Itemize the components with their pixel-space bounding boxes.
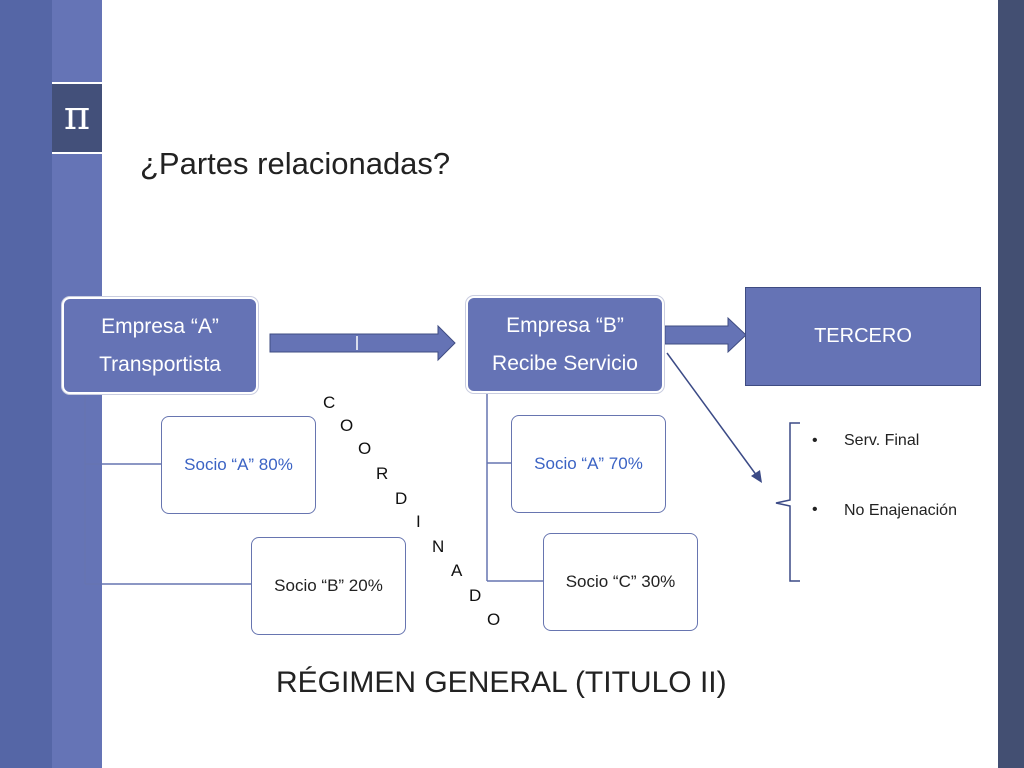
coordinado-letter: I bbox=[416, 512, 421, 531]
coordinado-letter: N bbox=[432, 537, 445, 556]
bullet-item: • No Enajenación bbox=[812, 501, 964, 522]
coordinado-letter: O bbox=[340, 416, 354, 435]
diagonal-arrowhead bbox=[751, 470, 762, 483]
coordinado-letter: R bbox=[376, 464, 389, 483]
empresa-b-role: Recibe Servicio bbox=[492, 351, 638, 375]
coordinado-letter: O bbox=[358, 439, 372, 458]
bullet-text: Serv. Final bbox=[844, 432, 920, 449]
tercero-box: TERCERO bbox=[745, 287, 981, 386]
curly-brace bbox=[775, 422, 800, 582]
empresa-b-name: Empresa “B” bbox=[506, 313, 624, 337]
arrow-b-to-tercero bbox=[664, 316, 747, 354]
socio-c-30-box: Socio “C” 30% bbox=[543, 533, 698, 631]
bullet-item: • Serv. Final bbox=[812, 432, 919, 450]
socio-a-70-box: Socio “A” 70% bbox=[511, 415, 666, 513]
empresa-a-box: Empresa “A” Transportista bbox=[62, 297, 258, 394]
coordinado-letter: C bbox=[323, 393, 336, 412]
coordinado-letter: D bbox=[395, 489, 408, 508]
bullet-dot-icon: • bbox=[812, 432, 818, 449]
coordinado-letter: A bbox=[451, 561, 463, 580]
right-sidebar-bar bbox=[998, 0, 1024, 768]
bullet-text: No Enajenación bbox=[844, 502, 957, 519]
socio-a-80-box: Socio “A” 80% bbox=[161, 416, 316, 514]
empresa-a-name: Empresa “A” bbox=[101, 314, 219, 338]
coordinado-letter: O bbox=[487, 610, 501, 629]
left-sidebar-bar bbox=[0, 0, 52, 768]
diagonal-arrow-line bbox=[666, 352, 758, 477]
pi-box bbox=[52, 82, 102, 154]
empresa-b-box: Empresa “B” Recibe Servicio bbox=[466, 296, 664, 393]
empresa-a-role: Transportista bbox=[99, 352, 221, 376]
regimen-title: RÉGIMEN GENERAL (TITULO II) bbox=[276, 666, 727, 699]
socio-b-20-box: Socio “B” 20% bbox=[251, 537, 406, 635]
pi-icon: π bbox=[63, 93, 91, 139]
coordinado-letter: D bbox=[469, 586, 482, 605]
slide-title: ¿Partes relacionadas? bbox=[140, 146, 451, 181]
arrow-a-to-b bbox=[269, 324, 456, 362]
bullet-dot-icon: • bbox=[812, 501, 818, 518]
